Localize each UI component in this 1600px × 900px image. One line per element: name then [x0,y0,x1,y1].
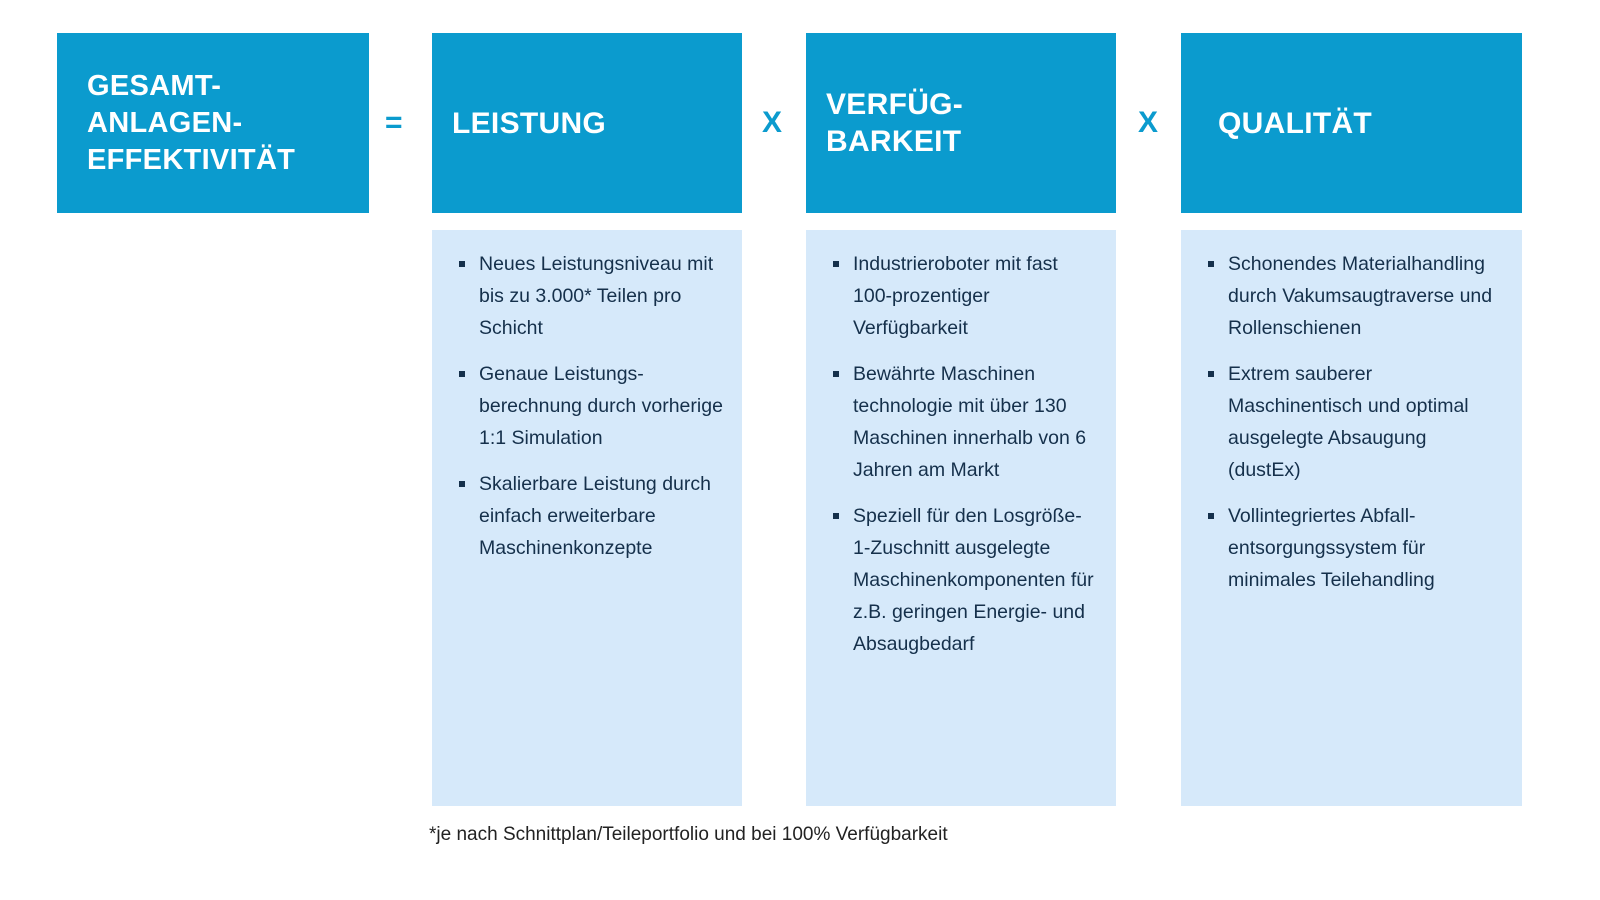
bullet-square-icon [1208,371,1214,377]
header-title-qualitaet: QUALITÄT [1218,106,1373,140]
list-item-label: Schonendes Material­handling durch Vakum… [1228,253,1493,339]
bullet-square-icon [459,481,465,487]
operator-times-1: X [762,106,783,139]
list-item: Extrem sauberer Maschinentisch und optim… [1199,358,1504,486]
bullet-list-leistung: Neues Leistungsniveau mit bis zu 3.000* … [450,248,724,564]
list-item: Bewährte Maschinen technologie mit über … [824,358,1098,486]
footnote-text: *je nach Schnittplan/Teileportfolio und … [429,824,948,845]
list-item-label: Vollintegriertes Abfall­entsorgungssyste… [1228,505,1435,591]
bullet-square-icon [1208,513,1214,519]
bullet-square-icon [833,371,839,377]
list-item-label: Genaue Leistungs­berechnung durch vor­he… [479,363,723,449]
body-box-qualitaet: Schonendes Material­handling durch Vakum… [1181,230,1522,806]
header-box-qualitaet: QUALITÄT [1181,33,1522,213]
list-item: Industrieroboter mit fast 100-prozentige… [824,248,1098,344]
list-item-label: Speziell für den Los­größe-1-Zuschnitt a… [853,505,1094,655]
body-box-verfuegbarkeit: Industrieroboter mit fast 100-prozentige… [806,230,1116,806]
list-item-label: Industrieroboter mit fast 100-prozentige… [853,253,1058,339]
header-box-total-equipment-effectiveness: GESAMT- ANLAGEN- EFFEKTIVITÄT [57,33,369,213]
list-item: Genaue Leistungs­berechnung durch vor­he… [450,358,724,454]
body-box-leistung: Neues Leistungsniveau mit bis zu 3.000* … [432,230,742,806]
header-title-verfuegbarkeit: VERFÜG- BARKEIT [826,88,964,158]
operator-equals: = [385,106,403,139]
bullet-square-icon [833,513,839,519]
list-item-label: Skalierbare Leistung durch einfach erwei… [479,473,711,559]
bullet-square-icon [459,371,465,377]
bullet-square-icon [459,261,465,267]
bullet-list-verfuegbarkeit: Industrieroboter mit fast 100-prozentige… [824,248,1098,660]
list-item-label: Neues Leistungsniveau mit bis zu 3.000* … [479,253,714,339]
header-title-leistung: LEISTUNG [452,106,607,140]
bullet-square-icon [1208,261,1214,267]
header-title-total: GESAMT- ANLAGEN- EFFEKTIVITÄT [87,69,296,176]
bullet-list-qualitaet: Schonendes Material­handling durch Vakum… [1199,248,1504,596]
bullet-square-icon [833,261,839,267]
list-item: Schonendes Material­handling durch Vakum… [1199,248,1504,344]
list-item: Skalierbare Leistung durch einfach erwei… [450,468,724,564]
list-item: Speziell für den Los­größe-1-Zuschnitt a… [824,500,1098,660]
header-box-verfuegbarkeit: VERFÜG- BARKEIT [806,33,1116,213]
list-item: Vollintegriertes Abfall­entsorgungssyste… [1199,500,1504,596]
header-box-leistung: LEISTUNG [432,33,742,213]
list-item-label: Bewährte Maschinen technologie mit über … [853,363,1087,481]
operator-times-2: X [1138,106,1159,139]
list-item-label: Extrem sauberer Maschinentisch und optim… [1228,363,1469,481]
list-item: Neues Leistungsniveau mit bis zu 3.000* … [450,248,724,344]
